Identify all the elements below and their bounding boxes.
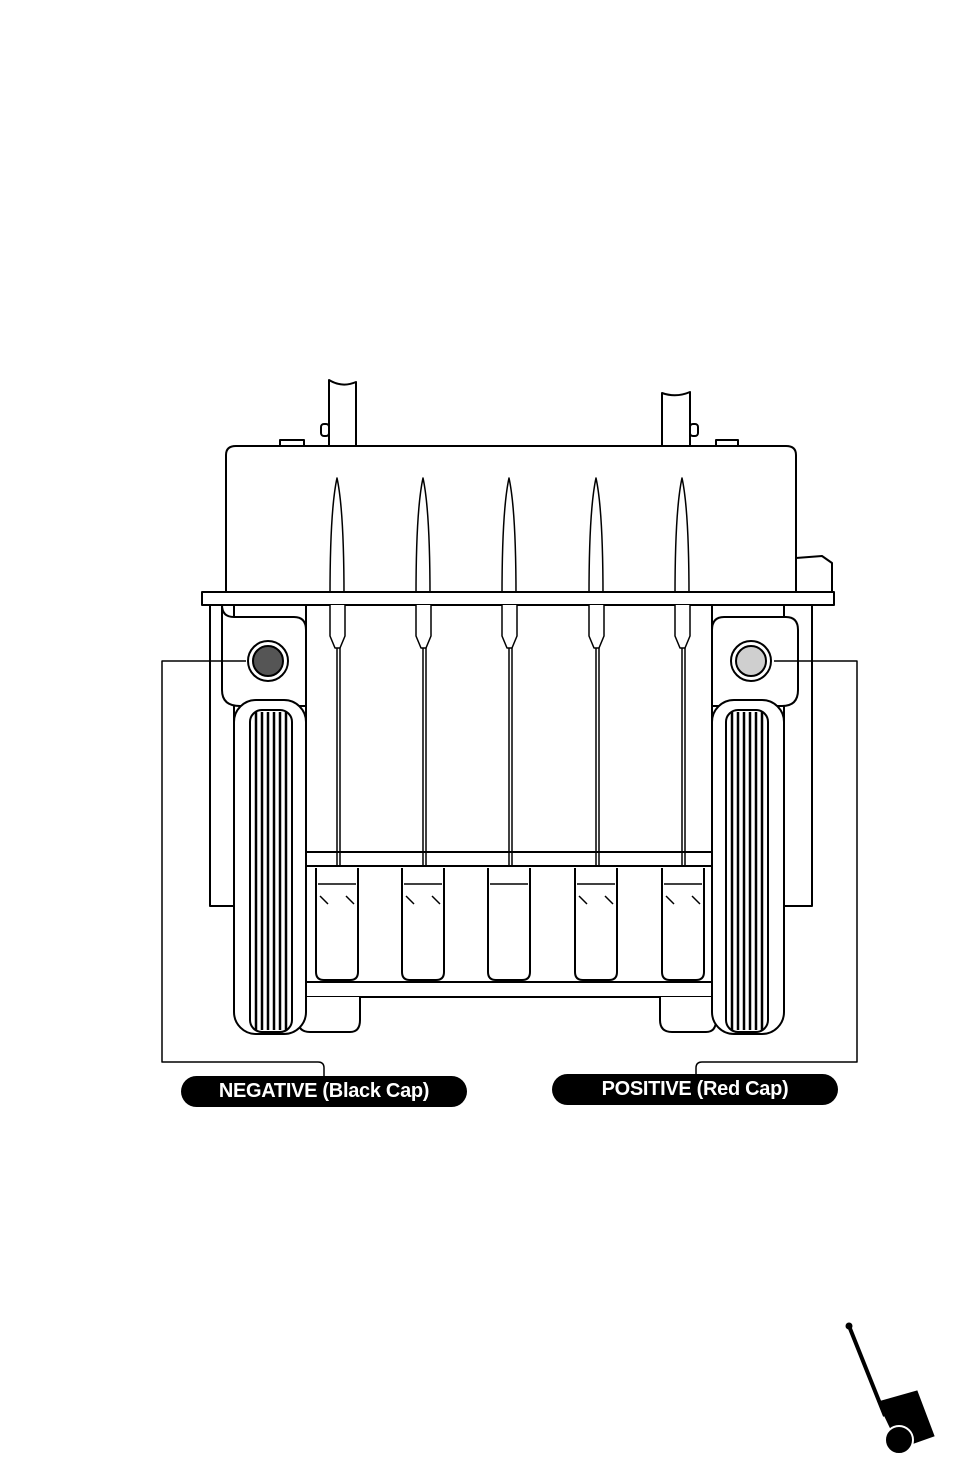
charger-cart-icon xyxy=(846,1323,934,1454)
positive-terminal-cap xyxy=(731,641,771,681)
positive-label: POSITIVE (Red Cap) xyxy=(552,1074,838,1105)
left-wheel xyxy=(234,700,306,1034)
cover-ledge xyxy=(202,592,834,605)
negative-terminal-cap xyxy=(248,641,288,681)
handle-posts xyxy=(280,380,738,447)
right-wheel xyxy=(712,700,784,1034)
negative-label: NEGATIVE (Black Cap) xyxy=(181,1076,467,1107)
